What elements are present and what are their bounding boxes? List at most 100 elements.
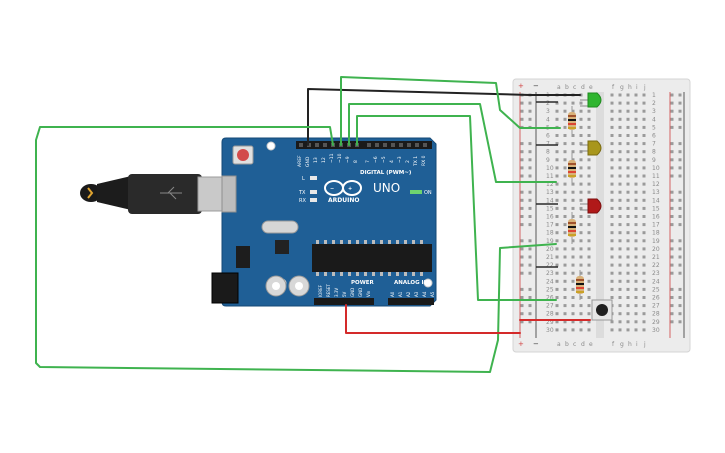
breadboard-hole (642, 223, 646, 227)
row-number-right: 22 (652, 262, 660, 269)
mounting-hole (423, 278, 433, 288)
resistor-3[interactable] (568, 212, 576, 244)
wire-pin10[interactable] (340, 76, 561, 146)
breadboard-hole (563, 166, 567, 170)
rail-hole (678, 93, 682, 97)
wire-5v[interactable] (345, 304, 521, 334)
breadboard-hole (587, 223, 591, 227)
rail-hole (528, 190, 532, 194)
breadboard-hole (555, 109, 559, 113)
voltage-regulator (236, 246, 250, 268)
breadboard-hole (626, 312, 630, 316)
breadboard-hole (555, 166, 559, 170)
rail-hole (528, 198, 532, 202)
breadboard-hole (571, 215, 575, 218)
resistor-4[interactable] (576, 270, 584, 300)
pin-label-a4: A4 (422, 291, 427, 297)
arduino-uno-board[interactable]: AREF GND 13 12 ~11 ~10 ~9 8 7 ~6 ~5 4 ~3… (211, 137, 437, 307)
crystal-oscillator (261, 220, 299, 234)
breadboard-hole (563, 134, 567, 137)
breadboard-hole (563, 255, 567, 259)
breadboard-hole (618, 117, 622, 121)
breadboard-hole (563, 223, 567, 227)
pin-label-rx0: RX 0 (421, 155, 427, 166)
rail-hole (678, 304, 682, 308)
svg-text:d: d (581, 341, 585, 348)
breadboard-hole (618, 109, 622, 113)
row-number-right: 7 (652, 141, 656, 148)
wire-pin13-loop[interactable] (35, 126, 557, 373)
breadboard-hole (579, 263, 583, 267)
breadboard-hole (555, 198, 559, 202)
breadboard-hole (626, 198, 630, 202)
pin-label-3v3: 3.3V (334, 288, 339, 297)
row-number-right: 28 (652, 311, 660, 318)
breadboard-hole (634, 263, 638, 267)
breadboard-hole (587, 215, 591, 218)
svg-text:h: h (628, 341, 632, 348)
breadboard-hole (642, 109, 646, 113)
breadboard-hole (579, 271, 583, 275)
breadboard-hole (571, 255, 575, 259)
breadboard-hole (626, 223, 630, 227)
breadboard-hole (587, 328, 591, 332)
resistor-1[interactable] (568, 106, 576, 136)
breadboard-hole (579, 117, 583, 121)
breadboard-hole (587, 247, 591, 251)
led-yellow[interactable] (580, 140, 602, 156)
row-number-left: 22 (546, 262, 554, 269)
svg-text:b: b (565, 341, 569, 348)
breadboard-hole (642, 279, 646, 283)
breadboard-hole (642, 215, 646, 218)
svg-text:a: a (557, 341, 561, 348)
breadboard-hole (634, 117, 638, 121)
breadboard-hole (579, 231, 583, 235)
rail-hole (520, 215, 524, 218)
breadboard-hole (642, 182, 646, 186)
breadboard-hole (618, 182, 622, 186)
breadboard-hole (579, 255, 583, 259)
led-green[interactable] (580, 92, 602, 108)
ground-jumpers (536, 101, 558, 268)
resistor-2[interactable] (568, 153, 576, 185)
breadboard-hole (579, 312, 583, 316)
led-red[interactable] (580, 198, 602, 214)
led-tx-label: TX (298, 190, 306, 196)
wire-gnd[interactable] (307, 88, 581, 146)
pushbutton[interactable] (591, 299, 613, 321)
breadboard-hole (634, 231, 638, 235)
svg-text:f: f (612, 84, 615, 91)
breadboard-hole (579, 109, 583, 113)
row-number-left: 27 (546, 303, 554, 310)
row-number-right: 17 (652, 222, 660, 229)
breadboard-hole (555, 328, 559, 332)
breadboard-hole (555, 231, 559, 235)
breadboard-hole (634, 287, 638, 291)
rail-hole (678, 109, 682, 113)
breadboard-hole (555, 134, 559, 137)
breadboard-hole (587, 158, 591, 162)
digital-pwm-label: DIGITAL (PWM~) (360, 170, 412, 176)
rail-hole (670, 239, 674, 243)
breadboard-hole (642, 142, 646, 146)
row-number-left: 25 (546, 286, 554, 293)
breadboard-hole (563, 117, 567, 121)
breadboard-hole (571, 150, 575, 154)
usb-cable[interactable] (80, 174, 237, 214)
rail-hole (520, 271, 524, 275)
reset-button[interactable] (237, 149, 249, 161)
wire-pin9[interactable] (348, 103, 557, 183)
breadboard-hole (563, 101, 567, 105)
breadboard-hole (579, 206, 583, 210)
wire-pin8[interactable] (356, 115, 557, 301)
breadboard-hole (610, 296, 614, 299)
rail-hole (670, 117, 674, 121)
row-number-left: 18 (546, 230, 554, 237)
breadboard-center-channel (596, 92, 604, 338)
breadboard-hole (610, 247, 614, 251)
pin-label-gnd1: GND (350, 288, 355, 297)
breadboard-hole (626, 320, 630, 324)
row-number-right: 2 (652, 100, 656, 107)
digital-header (296, 141, 432, 149)
